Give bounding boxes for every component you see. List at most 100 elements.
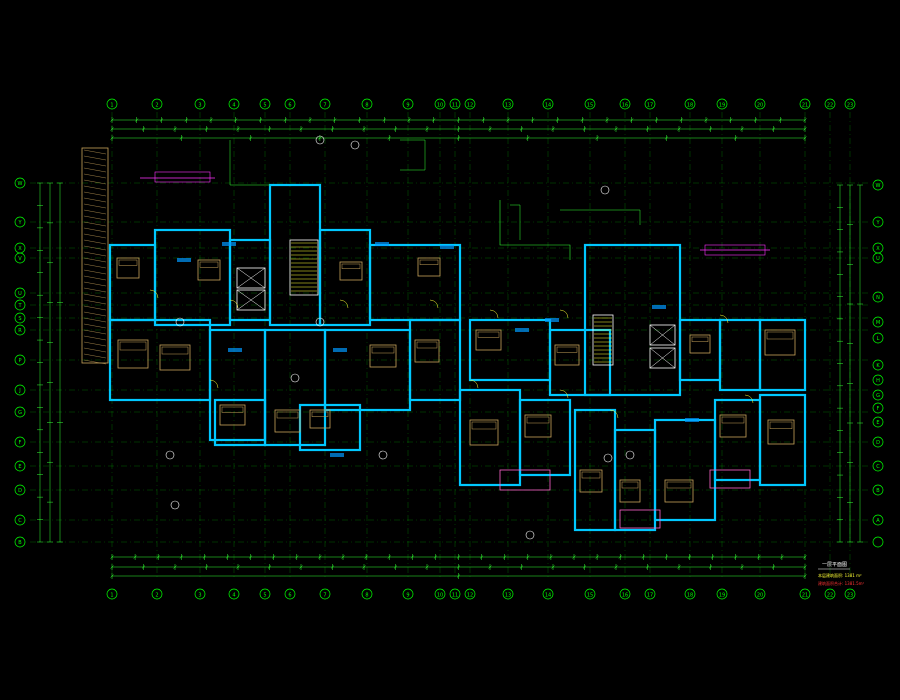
dimension-slash (630, 118, 634, 122)
column-label-top: 8 (365, 103, 368, 109)
door-swing (229, 299, 239, 309)
terrace-edge (400, 139, 426, 171)
column-label-bottom: 19 (719, 593, 725, 599)
dimension-slash (179, 136, 183, 140)
column-bubble-bottom (194, 588, 206, 600)
dimension-slash (677, 565, 681, 569)
dimension-slash (803, 136, 807, 140)
column-label-top: 1 (110, 103, 113, 109)
column-bubble-bottom (402, 588, 414, 600)
boundary-hatch (83, 353, 107, 359)
row-label-left: D (18, 488, 22, 494)
furniture-pillow (477, 331, 500, 338)
row-bubble-right (872, 252, 884, 264)
dimension-slash (173, 127, 177, 131)
door-swing (559, 309, 569, 319)
building-walls (81, 147, 807, 532)
section-marker (603, 453, 613, 463)
door-swing (559, 389, 569, 399)
row-bubble-left (14, 514, 26, 526)
column-bubble-top (799, 98, 811, 110)
furniture-block (664, 479, 694, 503)
column-bubble-bottom (754, 588, 766, 600)
boundary-hatch (83, 269, 107, 275)
boundary-hatch (83, 287, 107, 293)
dimension-slash (645, 565, 650, 569)
section-marker (625, 450, 635, 460)
column-label-bottom: 15 (587, 593, 593, 599)
row-label-left: P (18, 358, 21, 364)
column-bubble-bottom (824, 588, 836, 600)
dimension-slash (734, 136, 738, 140)
column-bubble-top (754, 98, 766, 110)
dimension-slash (202, 555, 207, 559)
furniture-block (767, 419, 795, 445)
row-label-left: G (18, 410, 22, 416)
dimension-slash (382, 118, 386, 122)
column-label-top: 17 (647, 103, 653, 109)
dimension-slash (582, 565, 587, 569)
dimension-slash (236, 565, 240, 569)
column-bubble-top (319, 98, 331, 110)
row-label-left: U (18, 291, 22, 297)
boundary-hatch (83, 197, 107, 203)
column-label-bottom: 3 (198, 593, 201, 599)
furniture-pillow (416, 341, 438, 349)
dimension-slash (710, 555, 715, 559)
dimension-slash (645, 127, 650, 131)
dimension-slash (506, 118, 510, 122)
section-marker (175, 317, 185, 327)
row-bubble-left (14, 216, 26, 228)
boundary-hatch (83, 203, 107, 209)
column-label-top: 23 (847, 103, 853, 109)
boundary-hatch (83, 215, 107, 221)
column-label-bottom: 5 (263, 593, 266, 599)
column-bubble-top (464, 98, 476, 110)
row-label-right: L (877, 336, 880, 342)
column-label-top: 19 (719, 103, 725, 109)
column-label-top: 9 (406, 103, 409, 109)
door-swing (209, 379, 219, 389)
legend-total-line: 建筑面积合计: 1381.5m² (818, 580, 865, 586)
dimension-slash (387, 555, 391, 559)
row-bubble-right (872, 389, 884, 401)
row-bubble-right (872, 216, 884, 228)
column-label-bottom: 9 (406, 593, 409, 599)
row-bubble-right (872, 484, 884, 496)
drawing-legend: 一层平面图 本层建筑面积: 1381 m² 建筑面积合计: 1381.5m² (818, 562, 865, 586)
magenta-box (154, 171, 211, 183)
dimension-slash (258, 118, 263, 122)
section-marker (165, 450, 175, 460)
column-label-bottom: 14 (545, 593, 551, 599)
dimension-slash (330, 565, 335, 569)
column-bubble-top (284, 98, 296, 110)
dimension-slash (803, 574, 807, 578)
column-bubble-bottom (619, 588, 631, 600)
dimension-slash (780, 555, 784, 559)
dimension-slash (708, 565, 713, 569)
dimension-slash (204, 565, 209, 569)
elevator-shaft (236, 289, 266, 311)
furniture-block (554, 344, 580, 366)
furniture-blocks (116, 257, 796, 503)
dimension-slash (156, 555, 160, 559)
row-label-right: H (876, 378, 880, 384)
column-label-bottom: 6 (288, 593, 291, 599)
column-bubble-top (194, 98, 206, 110)
column-bubble-bottom (434, 588, 446, 600)
column-bubble-top (259, 98, 271, 110)
row-label-right: E (876, 420, 879, 426)
column-bubble-bottom (844, 588, 856, 600)
furniture-block (719, 414, 747, 438)
furniture-block (197, 259, 221, 281)
row-bubble-left (14, 324, 26, 336)
dimension-slash (729, 118, 733, 122)
dimension-slash (299, 565, 303, 569)
furniture-block (339, 261, 363, 281)
dimension-slash (582, 127, 587, 131)
column-label-bottom: 16 (622, 593, 628, 599)
boundary-hatch (83, 161, 107, 167)
dimension-slash (481, 118, 485, 122)
